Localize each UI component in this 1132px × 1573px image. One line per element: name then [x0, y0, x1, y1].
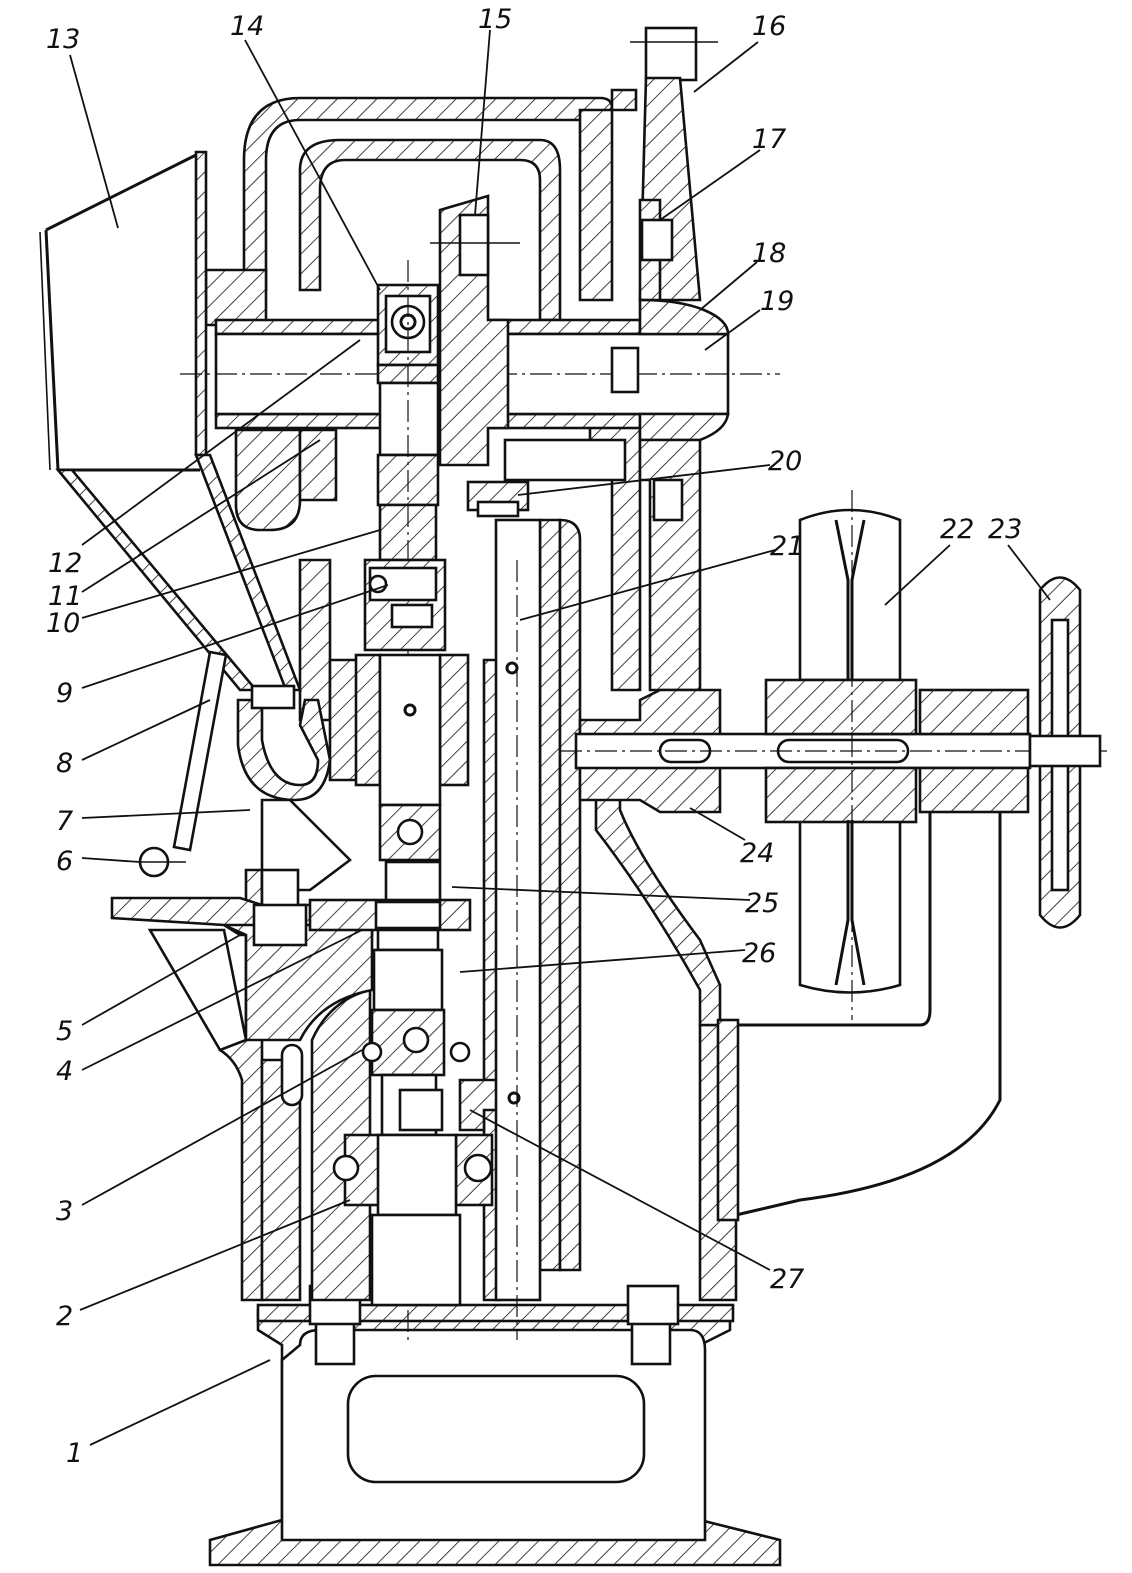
upper-punch-holder — [354, 558, 470, 904]
lower-cam-bearings — [332, 1078, 522, 1307]
callout-labels: 13 14 15 16 17 18 19 20 21 22 23 24 25 2… — [46, 4, 1022, 1469]
callout-27: 27 — [770, 1264, 804, 1295]
base-casting — [208, 1303, 782, 1567]
large-gear-16 — [630, 26, 730, 692]
die-table — [252, 868, 472, 947]
belt-guard — [716, 812, 1002, 1222]
link-20 — [466, 438, 627, 518]
callout-14: 14 — [230, 11, 264, 42]
callout-17: 17 — [752, 124, 786, 155]
leader-lines — [69, 29, 1051, 1446]
callout-16: 16 — [752, 11, 786, 42]
callout-19: 19 — [760, 286, 794, 317]
callout-23: 23 — [988, 514, 1022, 545]
callout-22: 22 — [940, 514, 974, 545]
callout-5: 5 — [56, 1016, 73, 1047]
callout-1: 1 — [66, 1438, 83, 1469]
main-frame-casting — [110, 88, 738, 1302]
callout-12: 12 — [48, 548, 82, 579]
vertical-rod-21 — [494, 518, 542, 1340]
callout-4: 4 — [56, 1056, 73, 1087]
callout-7: 7 — [56, 806, 73, 837]
callout-8: 8 — [56, 748, 73, 779]
callout-2: 2 — [56, 1301, 73, 1332]
callout-9: 9 — [56, 678, 73, 709]
callout-3: 3 — [56, 1196, 73, 1227]
eccentric-crank-15 — [430, 194, 520, 467]
callout-25: 25 — [745, 888, 779, 919]
callout-6: 6 — [56, 846, 73, 877]
callout-21: 21 — [770, 531, 804, 562]
hopper-13 — [39, 150, 302, 692]
handwheel-23 — [1028, 576, 1102, 929]
flywheel-pulley-22 — [764, 490, 918, 1020]
callout-20: 20 — [768, 446, 802, 477]
lever-arm-8 — [138, 650, 228, 878]
lower-drive-shaft — [560, 688, 1110, 814]
callout-26: 26 — [742, 938, 776, 969]
callout-13: 13 — [46, 24, 80, 55]
callout-15: 15 — [478, 4, 512, 35]
callout-11: 11 — [48, 581, 82, 612]
callout-18: 18 — [752, 238, 786, 269]
callout-10: 10 — [46, 608, 80, 639]
callout-24: 24 — [740, 838, 774, 869]
